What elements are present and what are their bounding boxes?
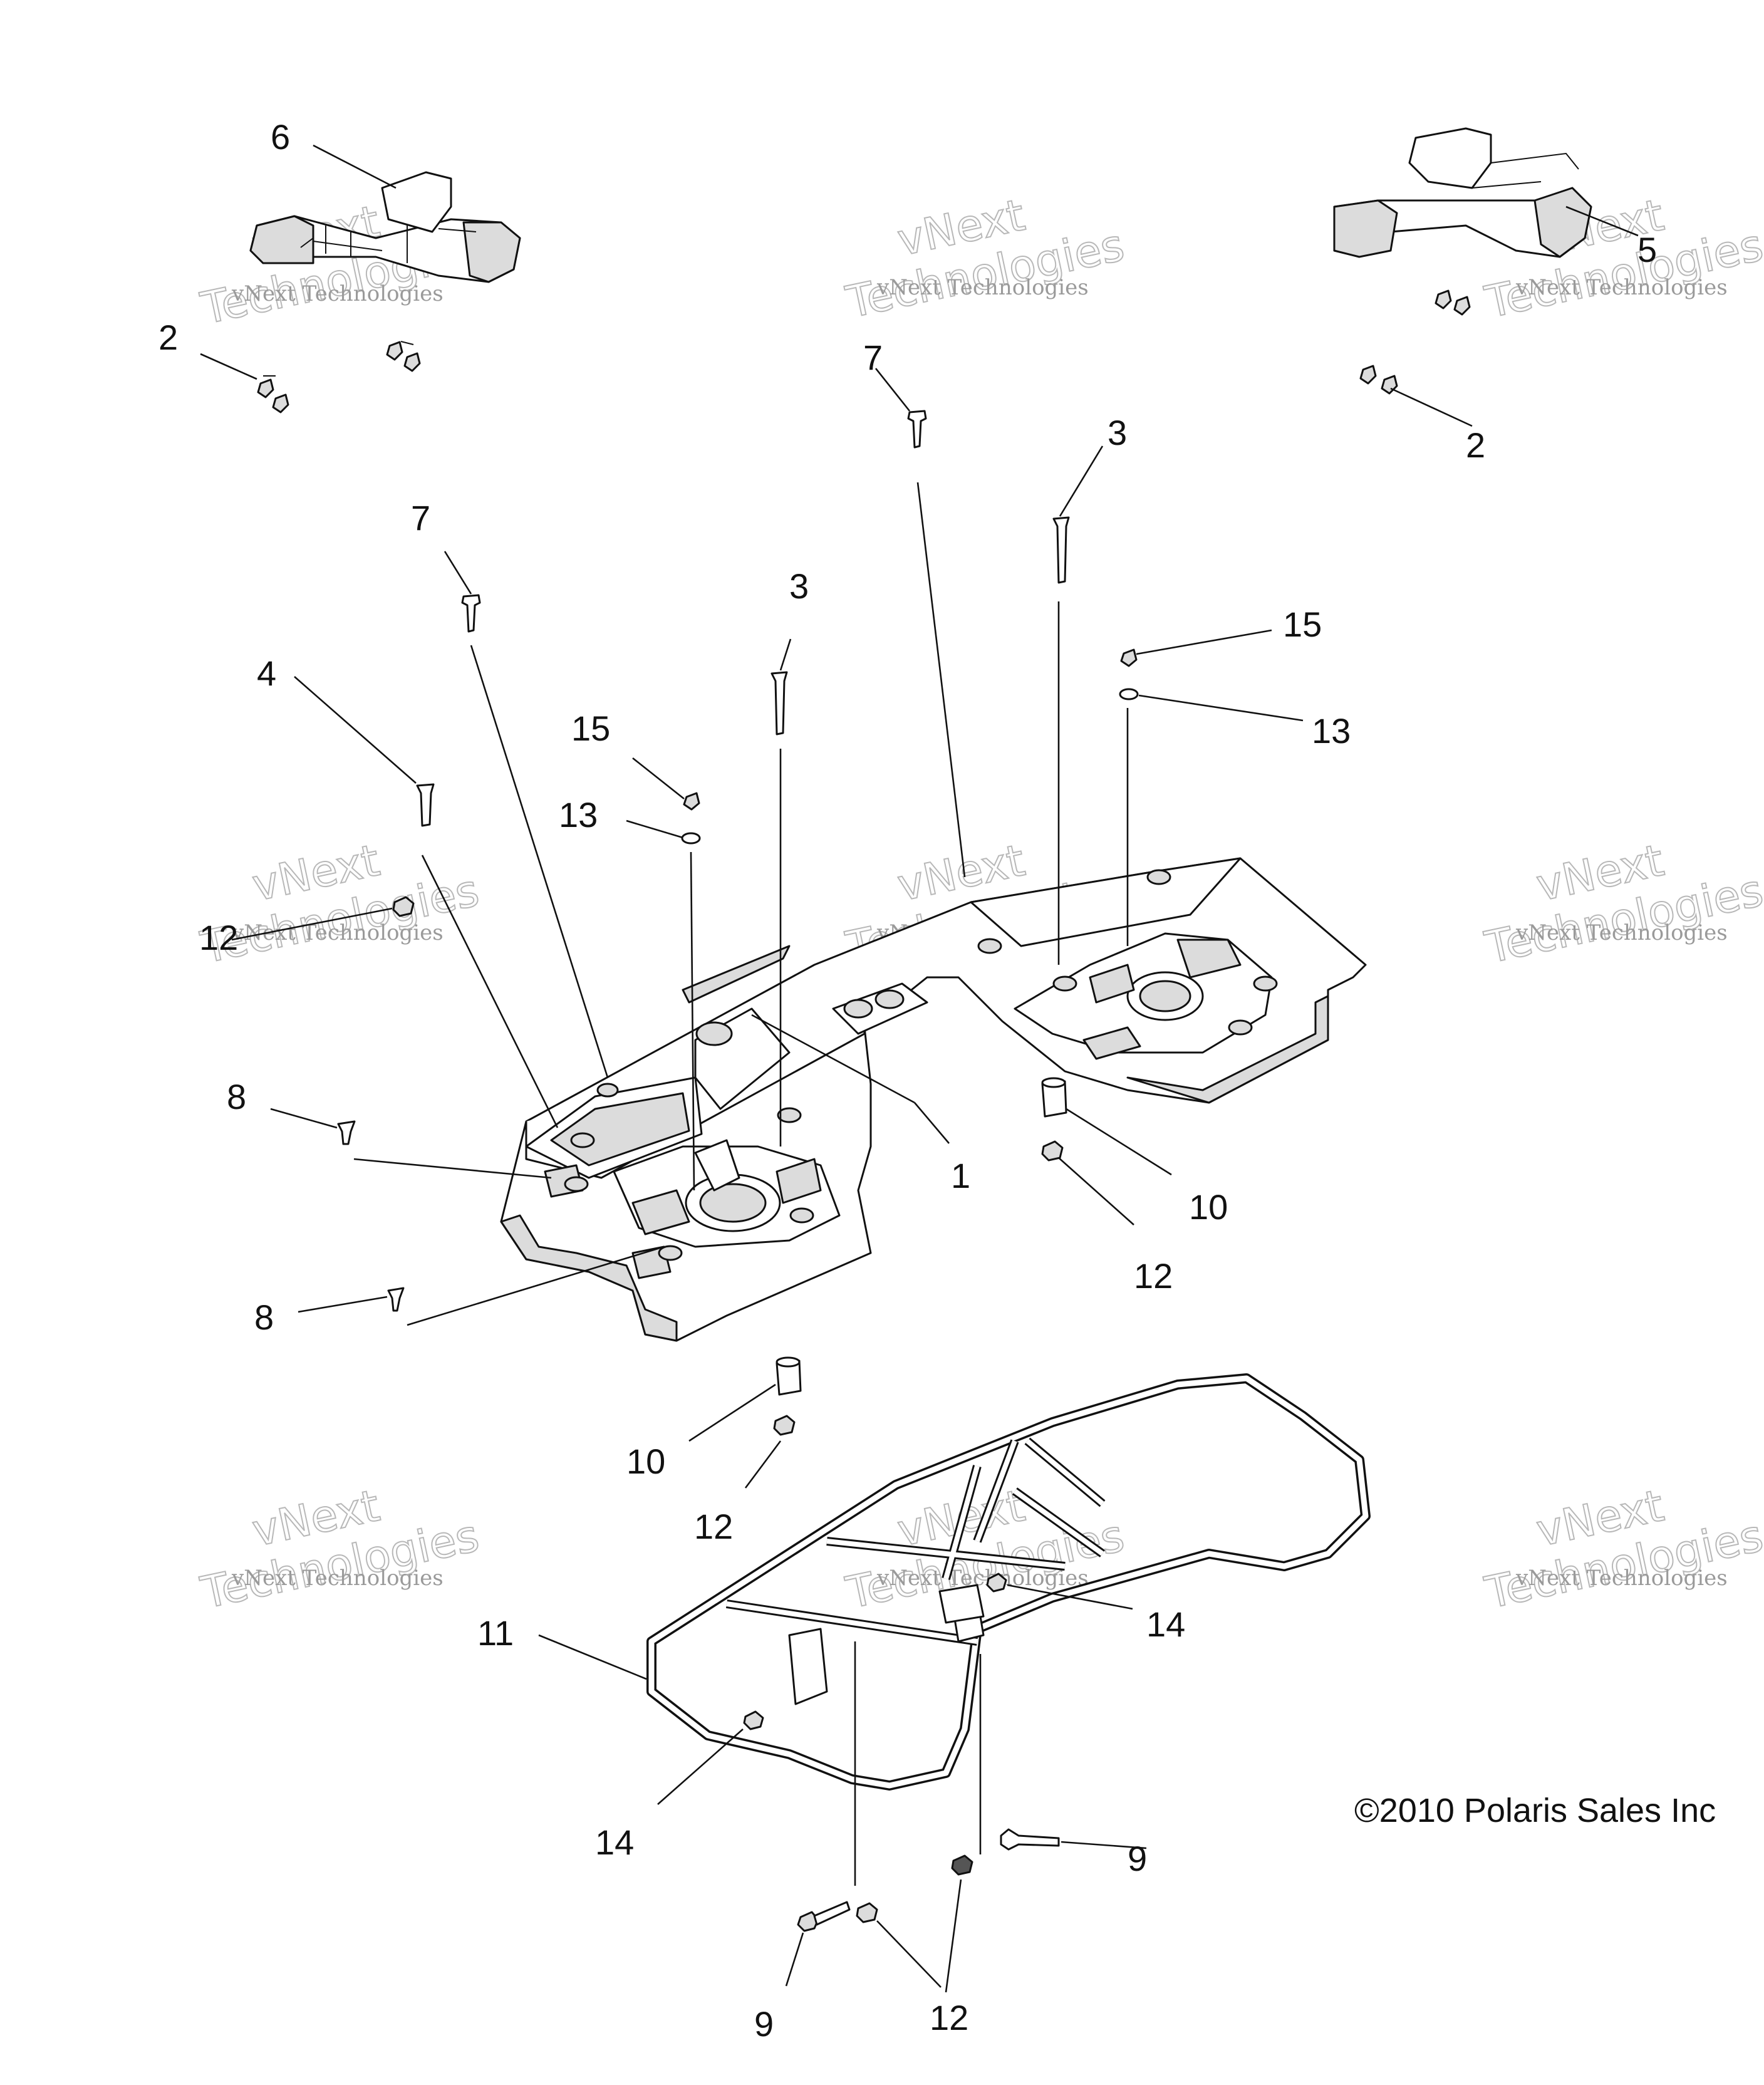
- callout-3-center: 3: [789, 566, 809, 606]
- part-6-left-handle: [249, 171, 521, 283]
- callout-6: 6: [271, 117, 290, 157]
- watermark-text: vNext Technologies: [1515, 275, 1728, 300]
- callout-8-top: 8: [227, 1077, 246, 1116]
- part-15-screw-right: [1120, 648, 1138, 667]
- watermark-text: vNext Technologies: [876, 1566, 1089, 1591]
- watermark: vNext Technologies vNext Technologies: [1480, 834, 1764, 974]
- callout-15-right: 15: [1283, 605, 1322, 644]
- hardware: [257, 289, 1471, 1932]
- watermark-text: vNext Technologies: [876, 275, 1089, 300]
- part-7-bolt-top: [907, 410, 927, 449]
- callout-14-left: 14: [595, 1822, 634, 1862]
- watermark: vNext Technologies vNext Technologies: [196, 834, 484, 974]
- watermark: vNext Technologies vNext Technologies: [841, 189, 1129, 329]
- watermark-text: vNext Technologies: [1515, 1566, 1728, 1591]
- part-12-nut-left: [392, 896, 415, 917]
- callout-12-bottom: 12: [930, 1998, 968, 2037]
- callout-14-right: 14: [1146, 1604, 1185, 1644]
- callout-1: 1: [951, 1156, 970, 1195]
- callout-10-left: 10: [626, 1442, 665, 1481]
- part-13-washer-center: [681, 832, 701, 845]
- watermark: vNext Technologies vNext Technologies: [196, 1479, 484, 1620]
- part-12-nut-center-left: [773, 1415, 796, 1436]
- callout-12-center-left: 12: [694, 1507, 733, 1546]
- part-4-bolt: [416, 783, 435, 827]
- part-2-screws-left: [257, 341, 421, 413]
- part-12-nut-bottom-left: [856, 1902, 878, 1923]
- copyright-text: ©2010 Polaris Sales Inc: [1354, 1792, 1716, 1829]
- part-5-right-handle: [1333, 127, 1592, 258]
- part-3-bolt-right: [1052, 516, 1070, 584]
- callouts: 6 2 7 3 5 2 7 3 15 13 4 15 13 12 8 1 10 …: [158, 117, 1657, 2044]
- callout-12-left: 12: [199, 918, 238, 957]
- callout-5: 5: [1637, 230, 1657, 269]
- part-3-bolt-center: [770, 671, 788, 736]
- watermark-text: vNext Technologies: [231, 1566, 444, 1591]
- callout-9-left: 9: [754, 2004, 774, 2044]
- callout-3-right: 3: [1108, 413, 1127, 452]
- callout-11: 11: [477, 1613, 514, 1653]
- callout-4: 4: [257, 653, 276, 693]
- part-8-screw-bottom: [387, 1287, 405, 1312]
- callout-8-bottom: 8: [254, 1297, 274, 1337]
- callout-7-left: 7: [411, 498, 430, 538]
- part-7-bolt-left: [461, 594, 481, 633]
- watermark-text: vNext Technologies: [1515, 920, 1728, 945]
- callout-13-center: 13: [559, 795, 598, 835]
- callout-9-right: 9: [1128, 1839, 1147, 1878]
- part-13-washer-right: [1119, 688, 1139, 700]
- part-10-spacer-right: [1041, 1077, 1067, 1118]
- leader-lines: [200, 144, 1639, 1993]
- part-9-bolt-right: [1000, 1828, 1060, 1851]
- callout-15-center: 15: [571, 709, 610, 748]
- callout-7-top: 7: [863, 338, 883, 377]
- part-11-rack-frame: [646, 1373, 1371, 1791]
- part-15-screw-center: [683, 792, 700, 811]
- part-12-nut-bottom-right: [951, 1854, 973, 1876]
- callout-13-right: 13: [1312, 711, 1351, 751]
- callout-10-right: 10: [1189, 1187, 1228, 1227]
- watermark-text: vNext Technologies: [231, 281, 444, 306]
- part-10-spacer-left: [776, 1356, 802, 1396]
- watermark: vNext Technologies vNext Technologies: [1480, 1479, 1764, 1620]
- part-14-nut-left: [743, 1710, 764, 1730]
- callout-2-right: 2: [1466, 425, 1485, 465]
- callout-2-left: 2: [158, 318, 178, 357]
- part-1-rack-panel: [500, 857, 1367, 1342]
- callout-12-center-right: 12: [1134, 1256, 1173, 1296]
- part-12-nut-center-right: [1041, 1140, 1064, 1162]
- part-9-bolt-left: [797, 1901, 851, 1932]
- part-8-screw-top: [337, 1120, 356, 1145]
- part-14-nut-right: [986, 1573, 1007, 1593]
- part-2-screws-right: [1359, 289, 1471, 395]
